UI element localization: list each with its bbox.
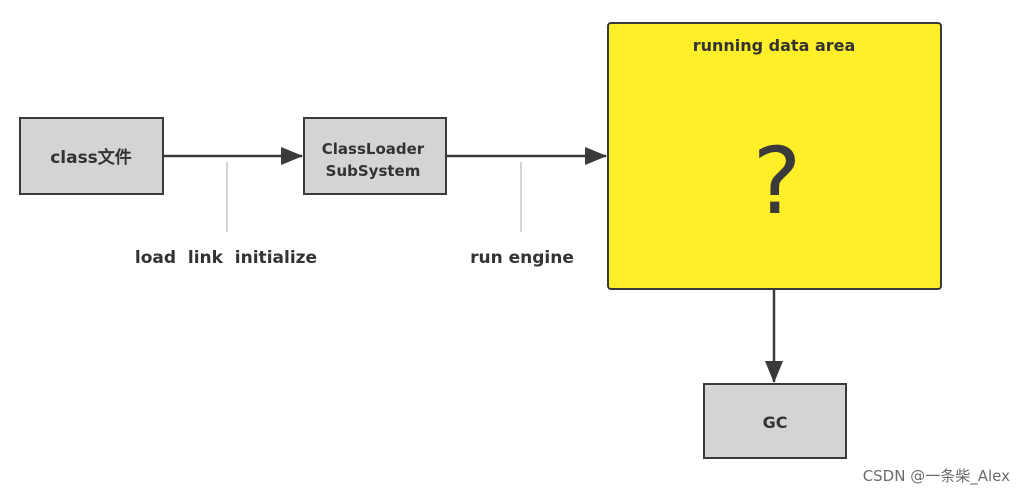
classloader-box — [303, 117, 447, 195]
classloader-label-line1: ClassLoader — [322, 140, 425, 158]
classloader-node: ClassLoader SubSystem — [303, 117, 447, 195]
csdn-watermark: CSDN @一条柴_Alex — [862, 467, 1010, 485]
question-mark-symbol: ? — [753, 128, 802, 235]
edge-label-load-link-initialize: load link initialize — [135, 248, 317, 268]
edge-label-run-engine: run engine — [470, 248, 574, 268]
class-file-node: class文件 — [19, 117, 164, 195]
running-data-area-node: running data area ? — [607, 22, 942, 290]
running-data-area-title: running data area — [693, 36, 856, 55]
gc-label: GC — [763, 413, 788, 432]
class-file-box — [19, 117, 164, 195]
class-file-label: class文件 — [50, 147, 132, 168]
gc-node: GC — [703, 383, 847, 459]
classloader-label-line2: SubSystem — [326, 162, 421, 180]
gc-box — [703, 383, 847, 459]
